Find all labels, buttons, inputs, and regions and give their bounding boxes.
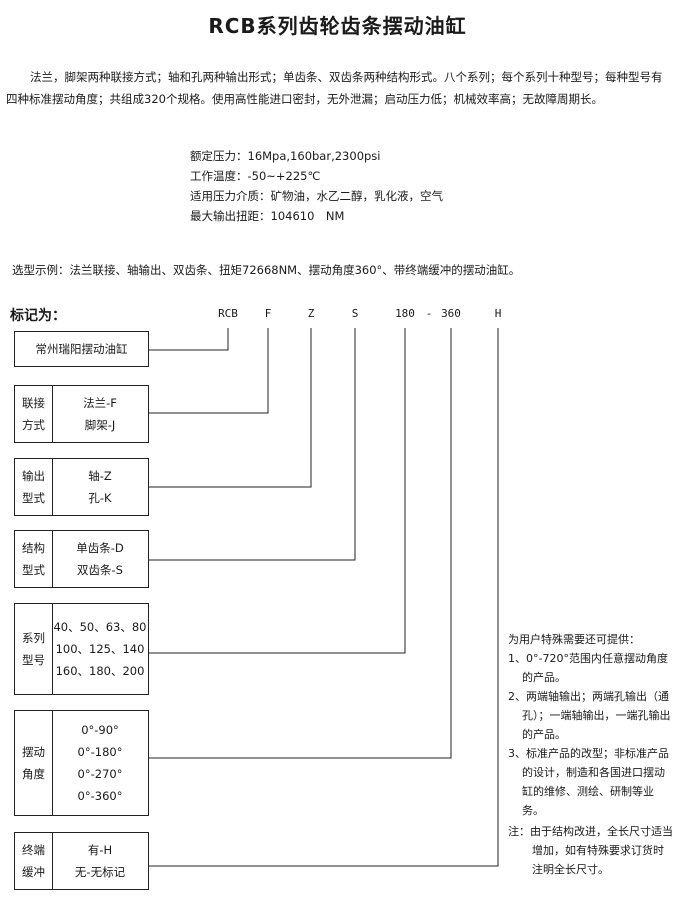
box-category-line: 终端 <box>22 843 45 857</box>
box-category-line: 型号 <box>22 653 45 667</box>
box-category-line: 角度 <box>22 767 45 781</box>
box-option: 法兰-F <box>83 396 117 410</box>
box-category-line: 摆动 <box>22 745 45 759</box>
note-item: 3、标准产品的改型；非标准产品的设计，制造和各国进口摆动缸的维修、测绘、研制等业… <box>508 747 669 817</box>
box-category-line: 型式 <box>22 491 45 505</box>
spec-rated-pressure: 额定压力：16Mpa,160bar,2300psi <box>190 149 381 163</box>
box-category-line: 系列 <box>22 631 45 645</box>
box-option: 双齿条-S <box>77 563 123 577</box>
box-connection-type: 联接方式 法兰-F 脚架-J <box>14 385 149 443</box>
spec-pressure-medium: 适用压力介质：矿物油，水乙二醇，乳化液，空气 <box>190 189 443 203</box>
box-option: 有-H <box>87 843 113 857</box>
box-option: 单齿条-D <box>76 541 124 555</box>
connector-series <box>149 328 406 654</box>
note-heading: 为用户特殊需要还可提供： <box>508 633 640 646</box>
code-buffer: H <box>494 307 502 320</box>
connector-output <box>149 328 312 488</box>
box-option: 160、180、200 <box>55 664 145 678</box>
box-series-model: 系列型号 40、50、63、80 100、125、140 160、180、200 <box>14 603 149 695</box>
connector-company <box>149 328 229 351</box>
spec-working-temperature: 工作温度：-50~+225℃ <box>190 169 321 183</box>
code-dash: - <box>425 307 433 320</box>
code-series: 180 <box>395 307 415 320</box>
connector-connection <box>149 328 269 414</box>
box-structure-type: 结构型式 单齿条-D 双齿条-S <box>14 530 149 588</box>
company-name: 常州瑞阳摆动油缸 <box>35 342 128 356</box>
code-rcb: RCB <box>218 307 238 320</box>
box-option: 0°-270° <box>77 767 123 781</box>
designation-label: 标记为： <box>10 308 66 324</box>
code-angle: 360 <box>441 307 461 320</box>
box-category-line: 联接 <box>22 396 45 410</box>
box-option: 无-无标记 <box>74 865 126 879</box>
note-footnote: 注：由于结构改进，全长尺寸适当增加，如有特殊要求订货时注明全长尺寸。 <box>508 825 673 876</box>
code-output: Z <box>307 307 315 320</box>
box-option: 0°-360° <box>77 789 123 803</box>
box-category-line: 方式 <box>22 418 45 432</box>
box-category-line: 型式 <box>22 563 45 577</box>
box-category-line: 结构 <box>22 541 45 555</box>
code-structure: S <box>351 307 359 320</box>
selection-example: 选型示例：法兰联接、轴输出、双齿条、扭矩72668NM、摆动角度360°、带终端… <box>12 263 521 277</box>
box-option: 0°-180° <box>77 745 123 759</box>
connector-structure <box>149 328 356 561</box>
box-option: 脚架-J <box>84 418 116 432</box>
box-option: 0°-90° <box>81 723 119 737</box>
box-output-type: 输出型式 轴-Z 孔-K <box>14 458 149 516</box>
box-category-line: 缓冲 <box>22 865 45 879</box>
box-option: 40、50、63、80 <box>53 620 147 634</box>
box-category-line: 输出 <box>22 469 45 483</box>
box-end-buffer: 终端缓冲 有-H 无-无标记 <box>14 832 149 890</box>
spec-max-torque: 最大输出扭距：104610 NM <box>190 209 345 223</box>
connector-buffer <box>149 328 499 867</box>
code-connection: F <box>264 307 272 320</box>
intro-paragraph: 法兰，脚架两种联接方式；轴和孔两种输出形式；单齿条、双齿条两种结构形式。八个系列… <box>6 70 663 106</box>
special-supply-note: 为用户特殊需要还可提供： 1、0°-720°范围内任意摆动角度的产品。 2、两端… <box>508 630 673 879</box>
note-item: 2、两端轴输出；两端孔输出（通孔）；一端轴输出，一端孔输出的产品。 <box>508 690 671 741</box>
box-option: 轴-Z <box>88 469 112 483</box>
connector-angle <box>149 328 452 759</box>
note-item: 1、0°-720°范围内任意摆动角度的产品。 <box>508 652 668 684</box>
box-swing-angle: 摆动角度 0°-90° 0°-180° 0°-270° 0°-360° <box>14 710 149 816</box>
company-box: 常州瑞阳摆动油缸 <box>14 331 149 367</box>
box-option: 100、125、140 <box>55 642 145 656</box>
box-option: 孔-K <box>88 491 112 505</box>
page-title: RCB系列齿轮齿条摆动油缸 <box>208 14 467 38</box>
